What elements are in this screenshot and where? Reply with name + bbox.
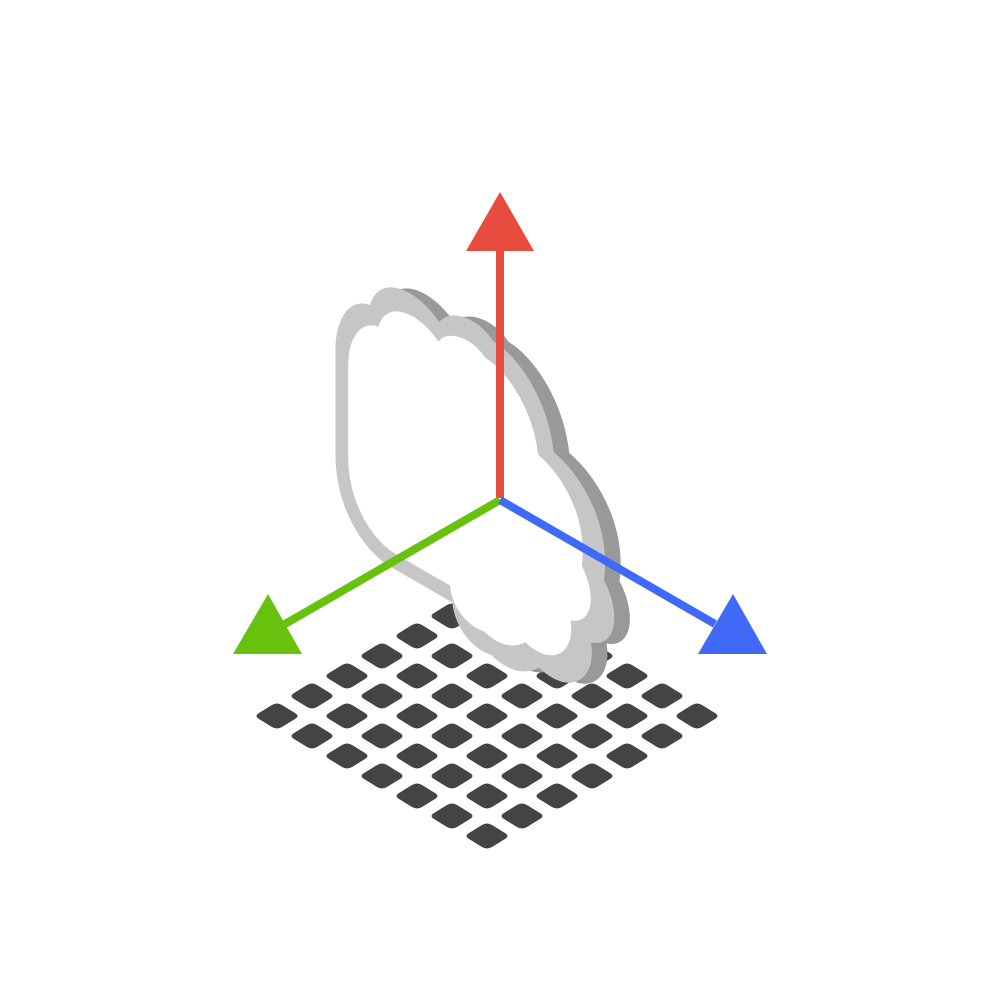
grid-tile: [396, 703, 438, 729]
grid-tile: [571, 763, 613, 789]
grid-tile: [501, 763, 543, 789]
grid-tile: [431, 763, 473, 789]
axes: [233, 192, 767, 654]
tile-grid-icon: [256, 583, 718, 849]
grid-tile: [606, 663, 648, 689]
grid-tile: [396, 783, 438, 809]
grid-tile: [361, 763, 403, 789]
grid-tile: [571, 683, 613, 709]
grid-tile: [256, 703, 298, 729]
grid-tile: [641, 723, 683, 749]
grid-tile: [431, 723, 473, 749]
grid-tile: [396, 623, 438, 649]
grid-tile: [466, 823, 508, 849]
grid-tile: [606, 703, 648, 729]
grid-tile: [291, 683, 333, 709]
grid-tile: [466, 663, 508, 689]
grid-tile: [466, 743, 508, 769]
grid-tile: [431, 803, 473, 829]
grid-tile: [291, 723, 333, 749]
cloud-icon: [335, 287, 630, 684]
arrow-left-icon: [233, 496, 502, 654]
grid-tile: [361, 723, 403, 749]
grid-tile: [326, 663, 368, 689]
grid-tile: [326, 703, 368, 729]
grid-tile: [431, 643, 473, 669]
grid-tile: [466, 703, 508, 729]
grid-tile: [501, 723, 543, 749]
grid-tile: [396, 743, 438, 769]
cloud-face: [348, 311, 591, 656]
grid-tile: [536, 743, 578, 769]
grid-tile: [431, 683, 473, 709]
grid-tile: [361, 643, 403, 669]
grid-tile: [501, 683, 543, 709]
grid-tile: [396, 663, 438, 689]
grid-tile: [326, 743, 368, 769]
grid-tile: [536, 703, 578, 729]
grid-tile: [466, 783, 508, 809]
grid-tile: [676, 703, 718, 729]
arrow-right-icon: [498, 496, 767, 654]
arrow-up-icon: [466, 192, 534, 498]
grid-tile: [571, 723, 613, 749]
grid-tile: [361, 683, 403, 709]
grid-tile: [641, 683, 683, 709]
grid-tile: [501, 803, 543, 829]
grid-tile: [606, 743, 648, 769]
grid-tile: [536, 783, 578, 809]
